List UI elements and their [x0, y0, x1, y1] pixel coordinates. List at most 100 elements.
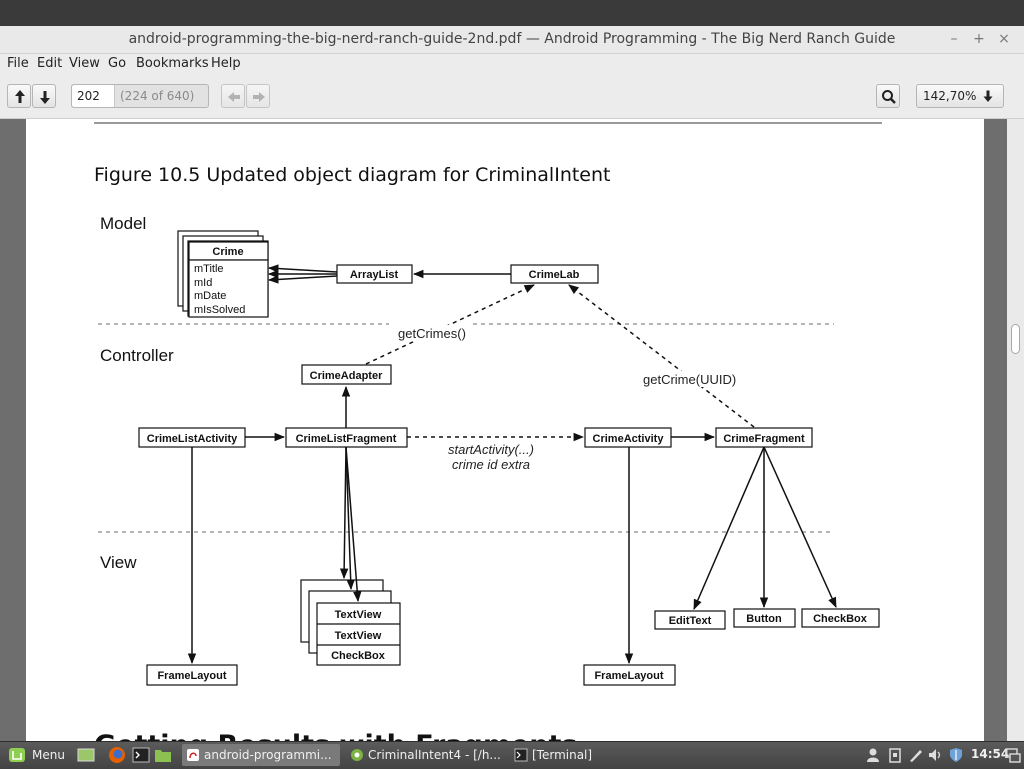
terminal-icon[interactable]	[132, 747, 150, 763]
network-icon[interactable]	[1005, 747, 1021, 763]
edge-arraylist-crime	[267, 264, 338, 273]
back-button[interactable]	[221, 84, 245, 108]
arrow-down-icon	[983, 90, 993, 102]
svg-text:CrimeFragment: CrimeFragment	[723, 433, 805, 445]
window-title: android-programming-the-big-nerd-ranch-g…	[128, 31, 896, 47]
svg-text:CrimeListActivity: CrimeListActivity	[147, 433, 238, 445]
clock: 14:54	[971, 747, 1010, 761]
node-crimelistactivity: CrimeListActivity	[138, 427, 246, 448]
node-checkbox: CheckBox	[801, 608, 880, 628]
search-button[interactable]	[876, 84, 900, 108]
section-controller: Controller	[100, 346, 174, 365]
edge-label-startactivity: startActivity(...)	[448, 442, 534, 457]
arrow-left-icon	[228, 92, 240, 102]
task-pdf-viewer[interactable]: android-programmi...	[182, 744, 340, 766]
svg-text:FrameLayout: FrameLayout	[157, 670, 226, 682]
vertical-scrollbar[interactable]	[1007, 119, 1024, 741]
crime-field: mId	[194, 277, 212, 289]
mint-logo-icon	[9, 748, 25, 762]
node-edittext: EditText	[654, 610, 726, 630]
menu-bar: File Edit View Go Bookmarks Help	[0, 54, 1024, 76]
node-list-item-views: TextView TextView CheckBox	[300, 579, 401, 666]
menu-help[interactable]: Help	[211, 56, 241, 71]
start-menu-button[interactable]: Menu	[2, 744, 66, 766]
edge-arraylist-crime	[267, 275, 338, 284]
shield-icon[interactable]	[948, 747, 964, 763]
search-icon	[882, 90, 896, 104]
menu-bookmarks[interactable]: Bookmarks	[136, 56, 209, 71]
crime-field: mDate	[194, 290, 226, 302]
terminal-icon	[514, 748, 528, 762]
task-label: android-programmi...	[204, 748, 332, 762]
scrollbar-thumb[interactable]	[1011, 324, 1020, 354]
edge-adapter-crimelab	[365, 284, 535, 365]
edge-label-crimeidextra: crime id extra	[452, 457, 530, 472]
section-view: View	[100, 553, 137, 572]
arrow-down-icon	[40, 91, 50, 104]
node-crimeadapter: CrimeAdapter	[301, 364, 392, 385]
svg-text:CrimeLab: CrimeLab	[529, 269, 580, 281]
pen-icon[interactable]	[908, 747, 924, 763]
firefox-icon[interactable]	[108, 746, 126, 764]
node-framelayout-left: FrameLayout	[146, 664, 238, 686]
edge-label-getcrime: getCrime(UUID)	[643, 372, 736, 387]
node-crimefragment: CrimeFragment	[715, 427, 813, 448]
edge-listfragment-views	[339, 446, 349, 580]
previous-page-button[interactable]	[7, 84, 31, 108]
document-viewport[interactable]: Figure 10.5 Updated object diagram for C…	[0, 119, 1024, 741]
menu-edit[interactable]: Edit	[37, 56, 63, 71]
node-button: Button	[733, 608, 796, 628]
crime-field: mTitle	[194, 263, 224, 275]
arrow-up-icon	[15, 90, 25, 103]
svg-text:CrimeActivity: CrimeActivity	[593, 433, 665, 445]
page-number-input[interactable]	[72, 85, 115, 107]
pdf-viewer-icon	[187, 749, 199, 761]
node-crimelistfragment: CrimeListFragment	[285, 427, 408, 448]
menu-go[interactable]: Go	[108, 56, 127, 71]
volume-icon[interactable]	[927, 747, 943, 763]
checkbox-label: CheckBox	[331, 650, 386, 662]
menu-view[interactable]: View	[69, 56, 100, 71]
section-heading: Getting Results with Fragments	[94, 730, 577, 741]
task-label: CriminalIntent4 - [/h...	[368, 748, 501, 762]
menu-file[interactable]: File	[7, 56, 29, 71]
arrow-right-icon	[253, 92, 265, 102]
close-button[interactable]: ×	[998, 31, 1010, 47]
task-terminal[interactable]: [Terminal]	[510, 744, 640, 766]
edge-listfragment-views	[345, 446, 362, 603]
svg-text:CheckBox: CheckBox	[813, 613, 868, 625]
title-bar: android-programming-the-big-nerd-ranch-g…	[0, 26, 1024, 54]
maximize-button[interactable]: +	[973, 31, 985, 47]
next-page-button[interactable]	[32, 84, 56, 108]
user-icon[interactable]	[866, 747, 880, 763]
node-crimeactivity: CrimeActivity	[584, 427, 672, 448]
svg-text:CrimeAdapter: CrimeAdapter	[310, 370, 383, 382]
edge-label-getcrimes: getCrimes()	[398, 326, 466, 341]
folder-icon[interactable]	[154, 747, 172, 763]
minimize-button[interactable]: –	[950, 31, 958, 47]
edge-fragment-edittext	[693, 446, 765, 610]
svg-text:FrameLayout: FrameLayout	[594, 670, 663, 682]
clipboard-icon[interactable]	[888, 747, 902, 763]
textview-label: TextView	[335, 630, 382, 642]
figure-caption: Figure 10.5 Updated object diagram for C…	[94, 164, 611, 186]
page-count: (224 of 640)	[120, 89, 195, 103]
edge-listfragment-views	[345, 446, 355, 591]
crime-class: Crime mTitle mId mDate mIsSolved	[177, 230, 269, 318]
task-label: [Terminal]	[532, 748, 593, 762]
edge-fragment-crimelab	[568, 284, 755, 428]
crime-field: mIsSolved	[194, 304, 245, 316]
node-framelayout-right: FrameLayout	[583, 664, 676, 686]
object-diagram: Figure 10.5 Updated object diagram for C…	[94, 122, 882, 741]
pdf-page: Figure 10.5 Updated object diagram for C…	[26, 119, 984, 741]
show-desktop-icon[interactable]	[77, 747, 95, 763]
taskbar: Menu android-programmi... CriminalIntent…	[0, 741, 1024, 769]
menu-label: Menu	[32, 748, 65, 762]
task-android-studio[interactable]: CriminalIntent4 - [/h...	[346, 744, 504, 766]
svg-text:Button: Button	[746, 613, 782, 625]
zoom-dropdown[interactable]: 142,70%	[916, 84, 1004, 108]
crime-name: Crime	[212, 246, 243, 258]
page-selector: (224 of 640)	[71, 84, 209, 108]
forward-button[interactable]	[246, 84, 270, 108]
android-studio-icon	[351, 749, 363, 761]
